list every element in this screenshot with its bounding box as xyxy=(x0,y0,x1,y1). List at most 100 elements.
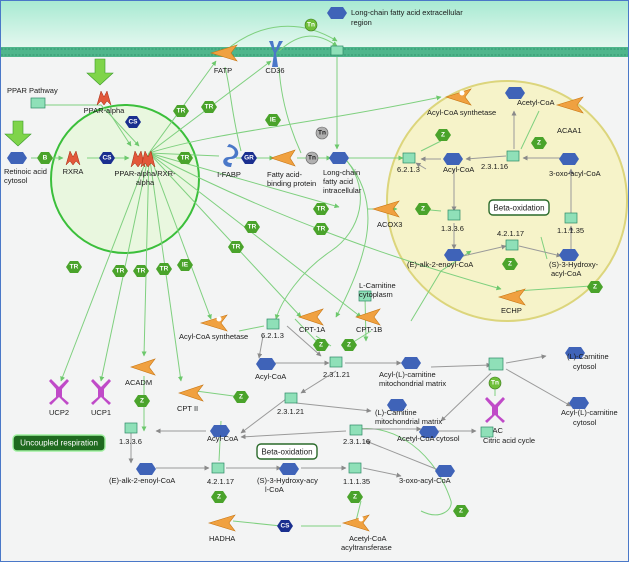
svg-text:TR: TR xyxy=(137,268,146,275)
acox3-enzyme[interactable] xyxy=(371,200,400,218)
tn-badge-3: Tn xyxy=(305,151,319,165)
cs-badge-nucleus-2: CS xyxy=(125,116,141,128)
echp-enzyme[interactable] xyxy=(497,288,526,306)
cd36-receptor[interactable] xyxy=(269,41,283,67)
reaction-23116-mito-label: 2.3.1.16 xyxy=(481,162,508,171)
acyl-coa-cyto-compound[interactable] xyxy=(256,358,276,370)
ppar-rxr-complex[interactable] xyxy=(130,150,156,168)
cpt1a-enzyme[interactable] xyxy=(298,308,324,326)
reaction-1336-mito[interactable] xyxy=(447,209,461,221)
reaction-42117-mito[interactable] xyxy=(505,239,519,251)
lcfa-intracellular-compound[interactable] xyxy=(329,152,349,164)
acetyl-coa-mito-label: Acetyl-CoA xyxy=(517,98,555,107)
reaction-11135-bot-label: 1.1.1.35 xyxy=(343,477,370,486)
svg-text:Z: Z xyxy=(239,394,243,401)
ppar-alpha-receptor[interactable] xyxy=(96,90,112,106)
enoyl-coa-bot-compound[interactable] xyxy=(136,463,156,475)
oxo-acyl-coa-bot-compound[interactable] xyxy=(435,465,455,477)
cpt2-enzyme[interactable] xyxy=(178,384,204,402)
svg-text:TR: TR xyxy=(116,268,125,275)
beta-oxidation-bot-box[interactable]: Beta-oxidation xyxy=(256,443,318,460)
reaction-23116-mito[interactable] xyxy=(506,150,520,162)
cpt1b-enzyme[interactable] xyxy=(355,308,381,326)
fatp-transporter[interactable] xyxy=(209,44,238,62)
svg-text:TR: TR xyxy=(317,226,326,233)
tn-badge-2: Tn xyxy=(315,126,329,140)
reaction-6213-mito[interactable] xyxy=(402,152,416,164)
svg-text:Z: Z xyxy=(353,494,357,501)
hadha-enzyme[interactable] xyxy=(207,514,236,532)
reaction-42117-bot[interactable] xyxy=(211,462,225,474)
reaction-23116-bot[interactable] xyxy=(349,424,363,436)
fabp-protein[interactable] xyxy=(270,149,296,167)
svg-text:Tn: Tn xyxy=(307,22,315,29)
acyl-coa-cyto-label: Acyl-CoA xyxy=(255,372,286,381)
svg-text:TR: TR xyxy=(248,224,257,231)
reaction-1336-bot[interactable] xyxy=(124,422,138,434)
i-fabp-protein[interactable] xyxy=(223,144,239,167)
hadha-label: HADHA xyxy=(209,534,235,543)
hydroxy-acyl-coa-mito-label-1: (S)-3-Hydroxy- xyxy=(549,260,599,269)
acyl-coa-synthetase-mito-label: Acyl-CoA synthetase xyxy=(427,108,496,117)
svg-text:Tn: Tn xyxy=(318,130,326,137)
svg-text:Z: Z xyxy=(347,342,351,349)
z-badge-c5: Z xyxy=(211,491,227,503)
ppar-pathway-box[interactable] xyxy=(30,97,46,109)
acyl-carnitine-matrix-compound[interactable] xyxy=(401,357,421,369)
citric-acid-cycle-box[interactable] xyxy=(480,426,494,438)
uncoupled-respiration-box[interactable]: Uncoupled respiration xyxy=(12,434,106,452)
retinoic-acid-compound[interactable] xyxy=(7,152,27,164)
lcfa-transport-box[interactable] xyxy=(330,45,344,56)
acetyl-coa-cytosol-compound[interactable] xyxy=(419,426,439,438)
acyl-coa-mito-compound[interactable] xyxy=(443,153,463,165)
hydroxy-acyl-coa-bot-compound[interactable] xyxy=(279,463,299,475)
reaction-23121-top[interactable] xyxy=(329,356,343,368)
z-badge-c2: Z xyxy=(341,339,357,351)
l-carnitine-cytosol-compound[interactable] xyxy=(565,347,585,359)
reaction-11135-bot[interactable] xyxy=(348,462,362,474)
reaction-6213-cyto[interactable] xyxy=(266,318,280,330)
svg-text:CS: CS xyxy=(128,119,138,126)
acyl-coa-bot-compound[interactable] xyxy=(210,425,230,437)
l-carnitine-cytoplasm-box[interactable] xyxy=(358,290,372,302)
cell-membrane xyxy=(1,47,628,57)
l-carnitine-matrix-compound[interactable] xyxy=(387,399,407,411)
z-badge-m4: Z xyxy=(502,258,518,270)
acetyl-coa-acyltransferase-dot xyxy=(358,516,364,522)
acyl-carnitine-cytosol-compound[interactable] xyxy=(569,397,589,409)
oxo-acyl-coa-mito-compound[interactable] xyxy=(559,153,579,165)
reaction-42117-bot-label: 4.2.1.17 xyxy=(207,477,234,486)
signal-arrow-ppar xyxy=(86,58,114,86)
svg-text:TR: TR xyxy=(317,206,326,213)
ucp1-transporter[interactable] xyxy=(91,379,111,405)
svg-text:GR: GR xyxy=(244,155,254,162)
tr-badge-acox3: TR xyxy=(313,203,329,215)
lcfa-extracellular-compound[interactable] xyxy=(327,7,347,19)
reaction-11135-mito[interactable] xyxy=(564,212,578,224)
enoyl-coa-mito-label: (E)-alk-2-enoyl-CoA xyxy=(407,260,473,269)
l-carnitine-cytosol-label-2: cytosol xyxy=(573,362,597,371)
acetyl-coa-mito-compound[interactable] xyxy=(505,87,525,99)
acadm-enzyme[interactable] xyxy=(130,358,156,376)
beta-oxidation-mito-box[interactable]: Beta-oxidation xyxy=(488,199,550,216)
svg-text:Z: Z xyxy=(508,261,512,268)
rxra-receptor[interactable] xyxy=(65,150,81,166)
enoyl-coa-bot-label: (E)-alk-2-enoyl-CoA xyxy=(109,476,175,485)
cac-transport-box[interactable] xyxy=(488,357,504,371)
z-badge-c7: Z xyxy=(453,505,469,517)
acaa1-enzyme[interactable] xyxy=(555,96,584,114)
svg-text:Z: Z xyxy=(459,508,463,515)
tr-badge-cd36: TR xyxy=(201,101,217,113)
tr-badge-ucp1: TR xyxy=(112,265,128,277)
reaction-23121-bot[interactable] xyxy=(284,392,298,404)
z-badge-c6: Z xyxy=(347,491,363,503)
acyl-coa-synthetase-cyto[interactable] xyxy=(199,314,228,332)
acetyl-coa-acyltransferase-enzyme[interactable] xyxy=(341,514,370,532)
acetyl-coa-acyltransferase-label-1: Acetyl-CoA xyxy=(349,534,387,543)
svg-text:Uncoupled respiration: Uncoupled respiration xyxy=(20,439,98,448)
enoyl-coa-mito-compound[interactable] xyxy=(444,249,464,261)
hydroxy-acyl-coa-mito-compound[interactable] xyxy=(559,249,579,261)
cac-transporter[interactable] xyxy=(485,397,505,423)
ucp2-transporter[interactable] xyxy=(49,379,69,405)
